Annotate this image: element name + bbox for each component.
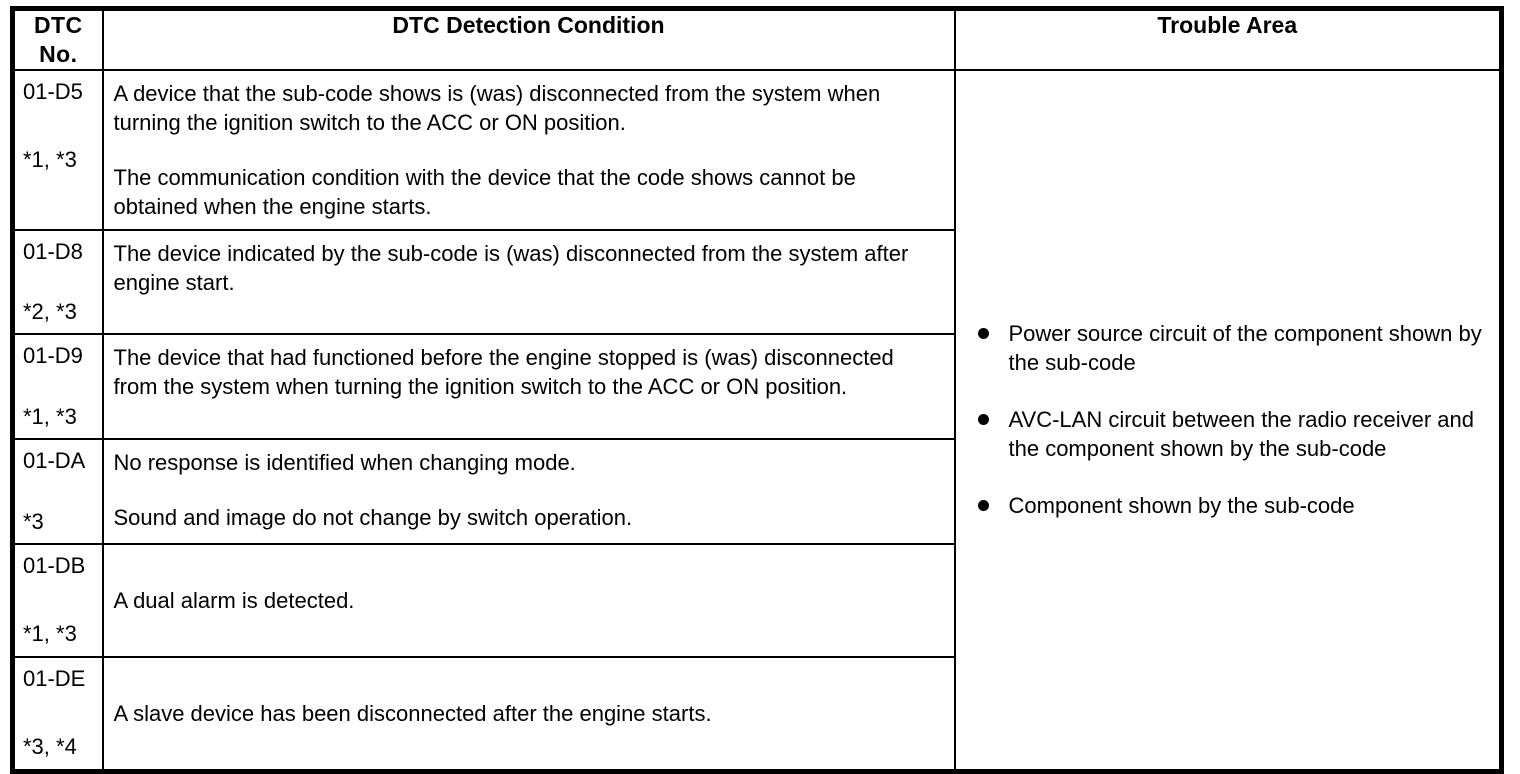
dtc-code: 01-D8 xyxy=(23,238,83,264)
detection-condition-cell: A device that the sub-code shows is (was… xyxy=(101,68,956,231)
column-header-detection-condition: DTC Detection Condition xyxy=(101,7,956,71)
table-row: 01-D5 *1, *3 A device that the sub-code … xyxy=(11,68,1503,773)
trouble-area-list: Power source circuit of the component sh… xyxy=(976,319,1492,520)
document-page: DTC No. DTC Detection Condition Trouble … xyxy=(10,6,1504,774)
dtc-code: 01-DB xyxy=(23,552,86,578)
table-row: 01-DA *3 No response is identified when … xyxy=(11,438,1502,545)
dtc-notes: *3 xyxy=(23,508,44,534)
list-item: Component shown by the sub-code xyxy=(976,491,1492,520)
condition-text: Sound and image do not change by switch … xyxy=(113,505,633,531)
condition-text: The device indicated by the sub-code is … xyxy=(113,240,909,295)
dtc-no-cell: 01-D8 *2, *3 xyxy=(11,228,104,336)
table-row: 01-D9 *1, *3 The device that had functio… xyxy=(11,333,1502,441)
dtc-code: 01-DA xyxy=(23,448,86,474)
dtc-code: 01-D5 xyxy=(23,78,83,104)
column-header-dtc-no: DTC No. xyxy=(11,7,104,71)
dtc-notes: *1, *3 xyxy=(23,146,77,172)
detection-condition-cell: A slave device has been disconnected aft… xyxy=(101,655,956,773)
detection-condition-cell: A dual alarm is detected. xyxy=(101,542,956,658)
table-row: 01-DB *1, *3 A dual alarm is detected. xyxy=(11,542,1502,658)
detection-condition-cell: No response is identified when changing … xyxy=(101,438,956,545)
column-header-dtc-no-line2: No. xyxy=(39,40,78,67)
dtc-notes: *2, *3 xyxy=(23,299,77,325)
bullet-icon xyxy=(977,327,989,339)
table-row: 01-D8 *2, *3 The device indicated by the… xyxy=(11,228,1502,336)
list-item-label: Power source circuit of the component sh… xyxy=(1008,320,1482,375)
dtc-no-cell: 01-D9 *1, *3 xyxy=(11,333,104,441)
detection-condition-cell: The device that had functioned before th… xyxy=(101,333,956,441)
condition-text: A dual alarm is detected. xyxy=(113,587,355,613)
dtc-notes: *3, *4 xyxy=(23,734,77,760)
list-item-label: Component shown by the sub-code xyxy=(1008,493,1355,519)
dtc-no-cell: 01-DE *3, *4 xyxy=(11,655,104,773)
column-header-trouble-area: Trouble Area xyxy=(953,7,1503,71)
column-header-dtc-no-line1: DTC xyxy=(34,12,83,38)
list-item: AVC-LAN circuit between the radio receiv… xyxy=(976,405,1492,463)
dtc-no-cell: 01-D5 *1, *3 xyxy=(11,68,104,231)
dtc-code: 01-D9 xyxy=(23,343,83,369)
bullet-icon xyxy=(977,500,989,512)
condition-text: No response is identified when changing … xyxy=(113,450,576,476)
list-item: Power source circuit of the component sh… xyxy=(976,319,1492,377)
list-item-label: AVC-LAN circuit between the radio receiv… xyxy=(1008,407,1474,462)
table-body: 01-D5 *1, *3 A device that the sub-code … xyxy=(11,68,1503,773)
dtc-table: DTC No. DTC Detection Condition Trouble … xyxy=(10,6,1504,774)
condition-text: The device that had functioned before th… xyxy=(113,345,894,400)
trouble-area-cell: Power source circuit of the component sh… xyxy=(953,68,1503,773)
condition-text: The communication condition with the dev… xyxy=(113,164,856,219)
table-header: DTC No. DTC Detection Condition Trouble … xyxy=(11,7,1503,71)
dtc-no-cell: 01-DA *3 xyxy=(11,438,104,545)
dtc-no-cell: 01-DB *1, *3 xyxy=(11,542,104,658)
bullet-icon xyxy=(977,414,989,425)
header-row: DTC No. DTC Detection Condition Trouble … xyxy=(11,7,1503,71)
dtc-notes: *1, *3 xyxy=(23,403,77,429)
dtc-code: 01-DE xyxy=(23,665,86,691)
condition-text: A device that the sub-code shows is (was… xyxy=(113,80,881,135)
condition-text: A slave device has been disconnected aft… xyxy=(113,700,712,726)
detection-condition-cell: The device indicated by the sub-code is … xyxy=(101,228,956,336)
dtc-notes: *1, *3 xyxy=(23,621,77,647)
